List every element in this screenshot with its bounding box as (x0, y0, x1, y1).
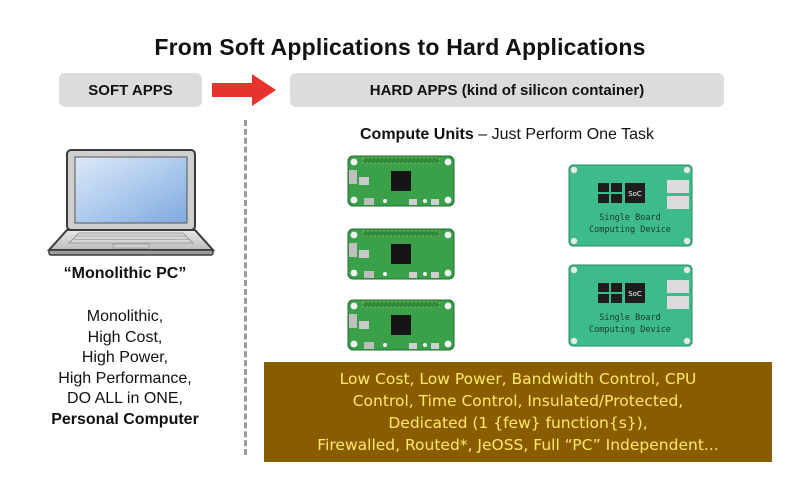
trait-line: High Cost, (87, 328, 163, 346)
trait-line: Monolithic, (86, 308, 164, 325)
sbc-label-line2: Computing Device (589, 225, 671, 235)
monolithic-pc-traits: Monolithic, High Cost, High Power, High … (20, 307, 230, 430)
compute-units-rest: – Just Perform One Task (473, 126, 654, 143)
pi-zero-board-icon (347, 299, 455, 351)
trait-line-emphasis: Personal Computer (51, 410, 199, 428)
trait-line: High Power, (81, 349, 169, 366)
compute-units-bold: Compute Units (360, 126, 474, 143)
benefits-line: Dedicated (1 {few} function{s}), (388, 414, 648, 432)
single-board-computer-icon: SoC Single Board Computing Device (568, 264, 693, 347)
laptop-icon (46, 149, 216, 256)
single-board-computer-icon: SoC Single Board Computing Device (568, 164, 693, 247)
monolithic-pc-title: “Monolithic PC” (63, 265, 187, 282)
benefits-line: Firewalled, Routed*, JeOSS, Full “PC” In… (317, 436, 719, 454)
compute-units-heading: Compute Units – Just Perform One Task (290, 126, 724, 144)
dashed-divider (244, 120, 247, 455)
pi-zero-board-icon (347, 228, 455, 280)
trait-line: DO ALL in ONE, (67, 390, 183, 407)
soft-apps-label: SOFT APPS (59, 73, 202, 107)
hard-apps-label: HARD APPS (kind of silicon container) (290, 73, 724, 107)
trait-line: High Performance, (58, 369, 192, 387)
sbc-label-line2: Computing Device (589, 325, 671, 335)
benefits-line: Control, Time Control, Insulated/Protect… (352, 392, 684, 410)
sbc-label-line1: Single Board (599, 213, 660, 223)
page-title: From Soft Applications to Hard Applicati… (154, 34, 646, 60)
soc-chip-label: SoC (628, 190, 642, 198)
benefits-banner: Low Cost, Low Power, Bandwidth Control, … (264, 362, 772, 462)
soc-chip-label: SoC (628, 290, 642, 298)
sbc-label-line1: Single Board (599, 313, 660, 323)
benefits-line: Low Cost, Low Power, Bandwidth Control, … (339, 370, 697, 388)
right-arrow-icon (212, 74, 276, 106)
pi-zero-board-icon (347, 155, 455, 207)
